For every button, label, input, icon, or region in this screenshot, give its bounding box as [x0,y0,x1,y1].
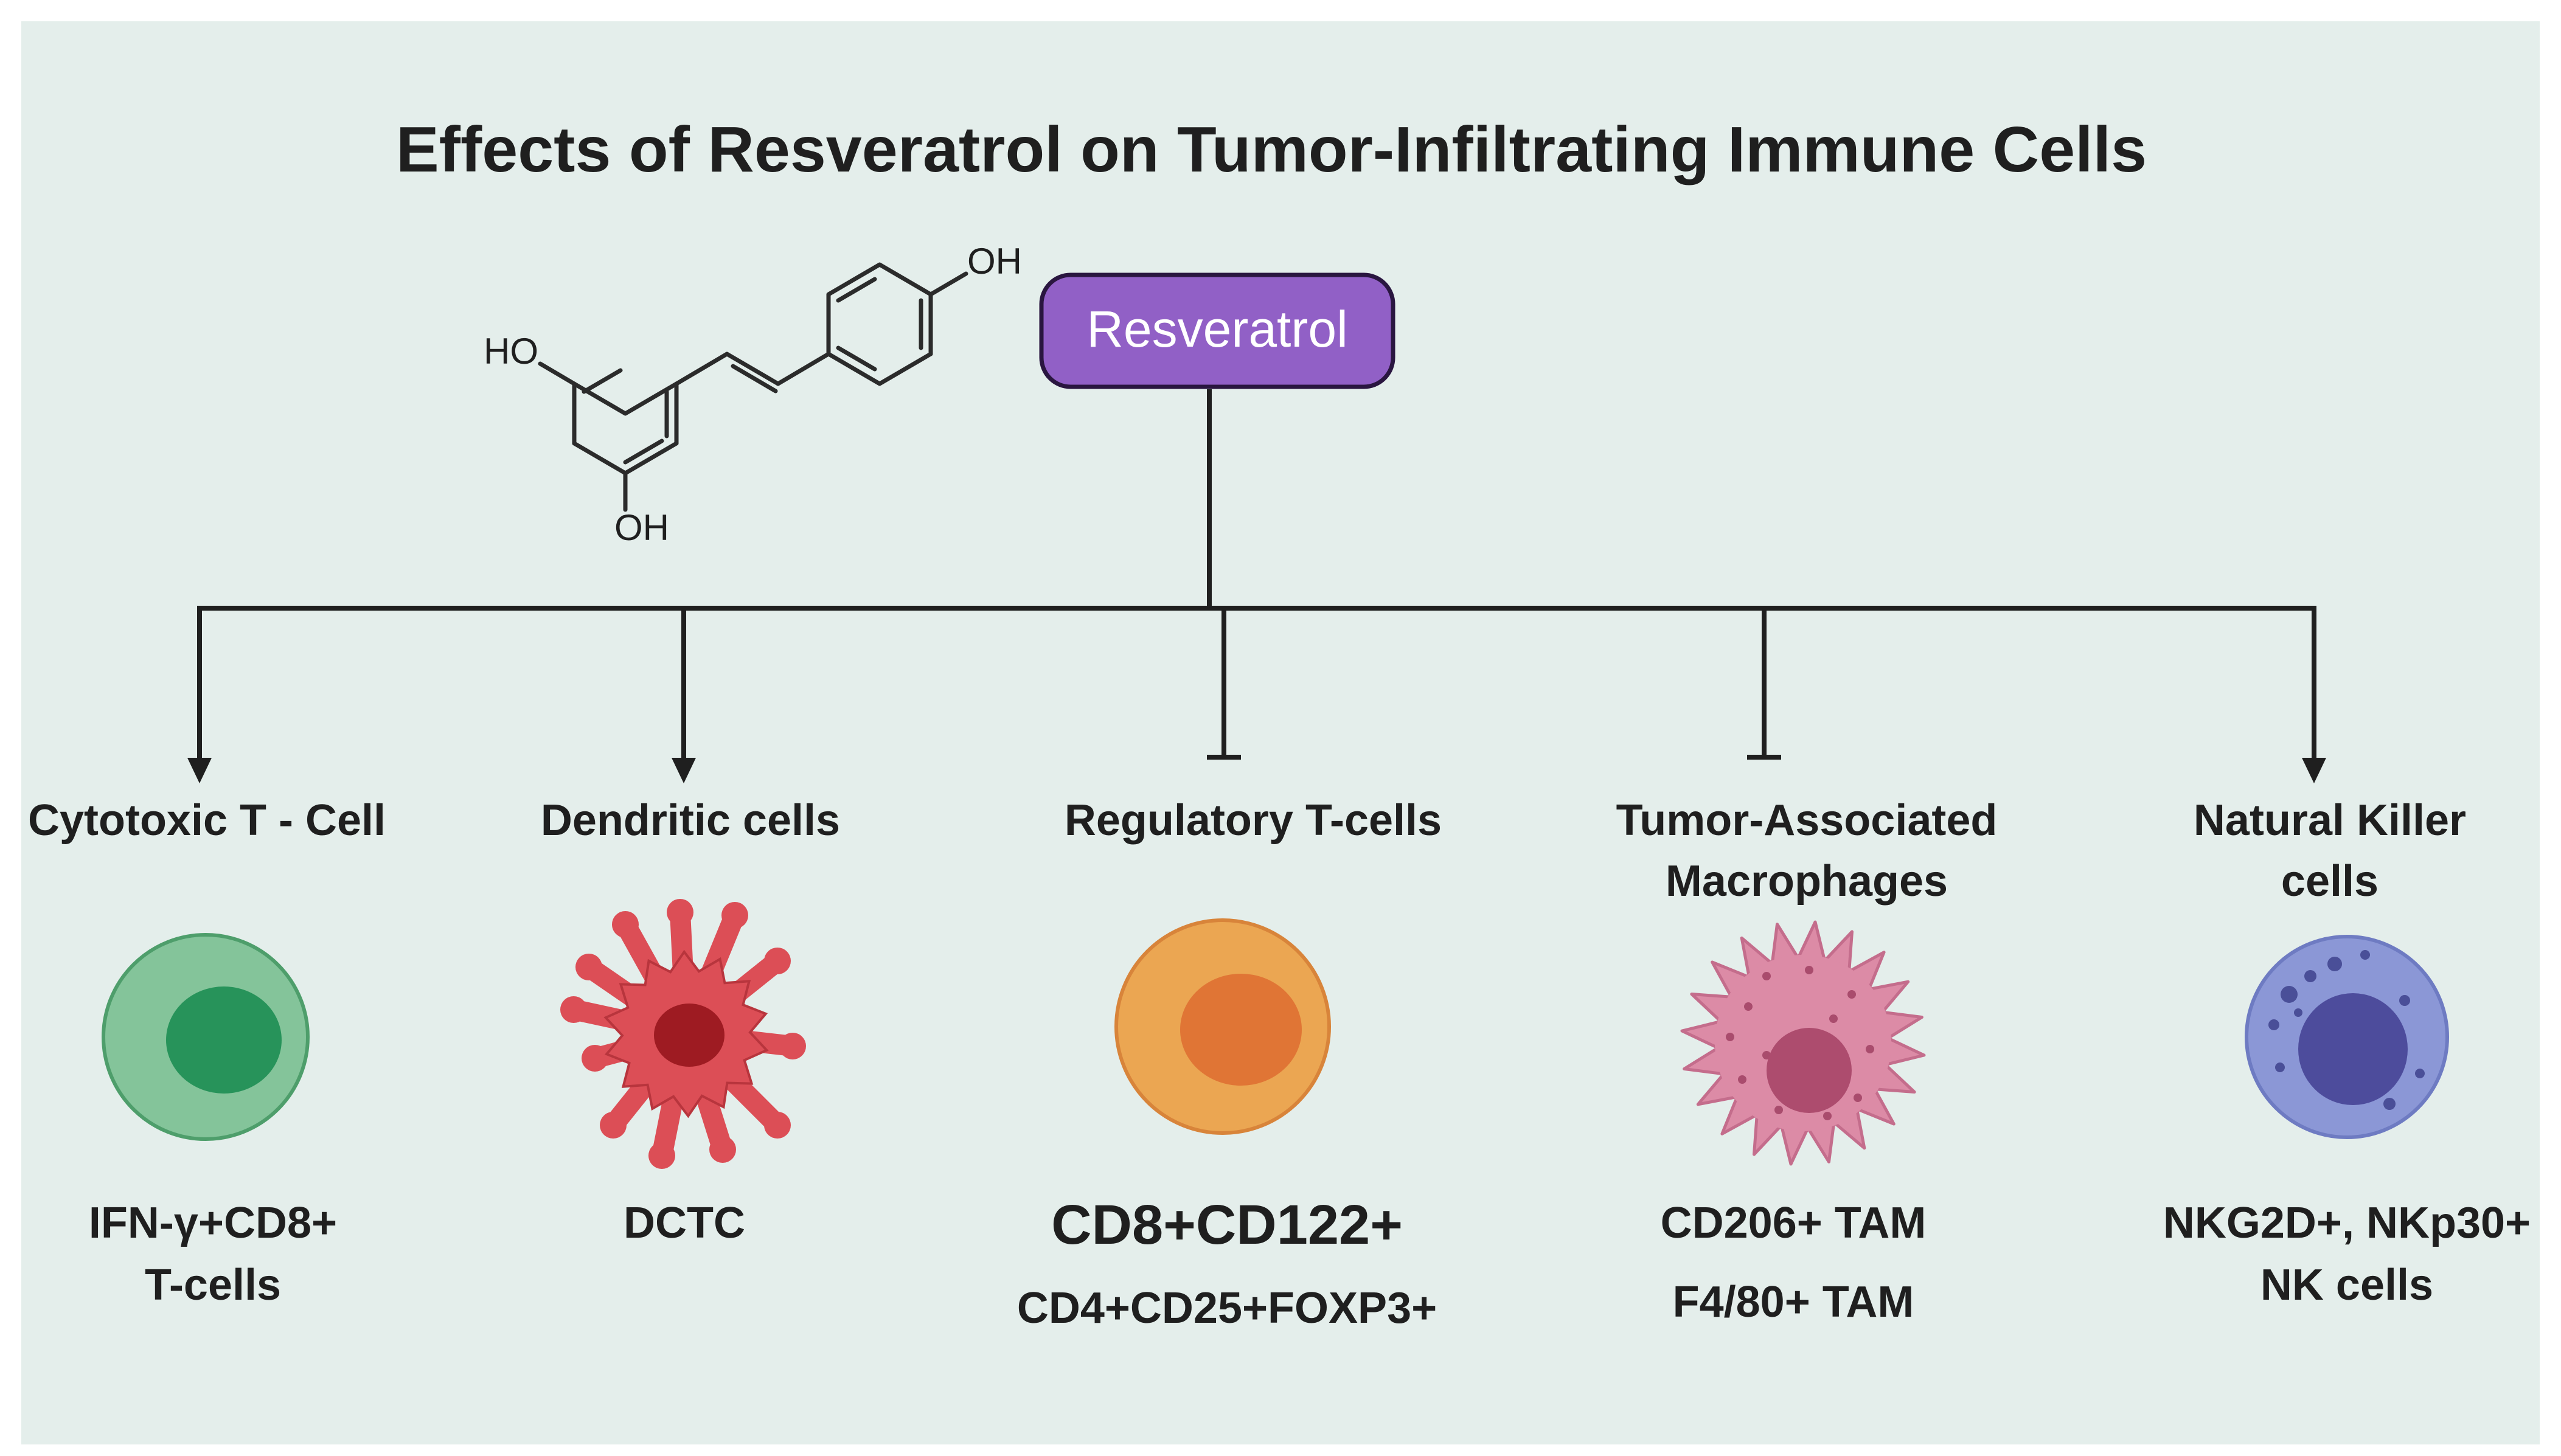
marker-label: CD8+CD122+ [1051,1194,1403,1256]
hydroxyl-label-top: OH [967,241,1022,282]
hydroxyl-label-bottom: OH [614,507,669,548]
nk-cell-icon [2245,935,2449,1139]
cytotoxic-t-cell-icon [102,933,310,1141]
marker-label: CD4+CD25+FOXP3+ [1017,1284,1437,1333]
diagram-title: Effects of Resveratrol on Tumor-Infiltra… [396,114,2147,185]
regulatory-t-cell-icon [1114,918,1331,1135]
cell-type-label: Dendritic cells [541,796,840,845]
marker-label: NKG2D+, NKp30+ [2163,1199,2531,1247]
cell-type-label: Cytotoxic T - Cell [28,796,386,845]
dendritic-cell-icon [560,899,806,1169]
cell-type-label: Natural Killer [2194,796,2466,845]
marker-label: CD206+ TAM [1661,1199,1927,1247]
cell-type-label: Tumor-Associated [1616,796,1998,845]
macrophage-icon [1680,920,1926,1166]
cell-type-label: Macrophages [1666,857,1948,906]
marker-label: IFN-γ+CD8+ [89,1199,337,1247]
connector-lines [187,389,2326,783]
marker-label: NK cells [2260,1261,2433,1309]
resveratrol-box [1039,272,1395,389]
diagram-background [21,21,2540,1444]
resveratrol-label: Resveratrol [1086,300,1347,358]
marker-label: T-cells [145,1261,281,1309]
cell-type-label: Regulatory T-cells [1065,796,1442,845]
resveratrol-structure-icon [538,262,968,512]
cell-type-label: cells [2281,857,2379,906]
marker-label: F4/80+ TAM [1673,1278,1914,1326]
marker-label: DCTC [624,1199,745,1247]
hydroxyl-label-left: HO [484,331,538,372]
